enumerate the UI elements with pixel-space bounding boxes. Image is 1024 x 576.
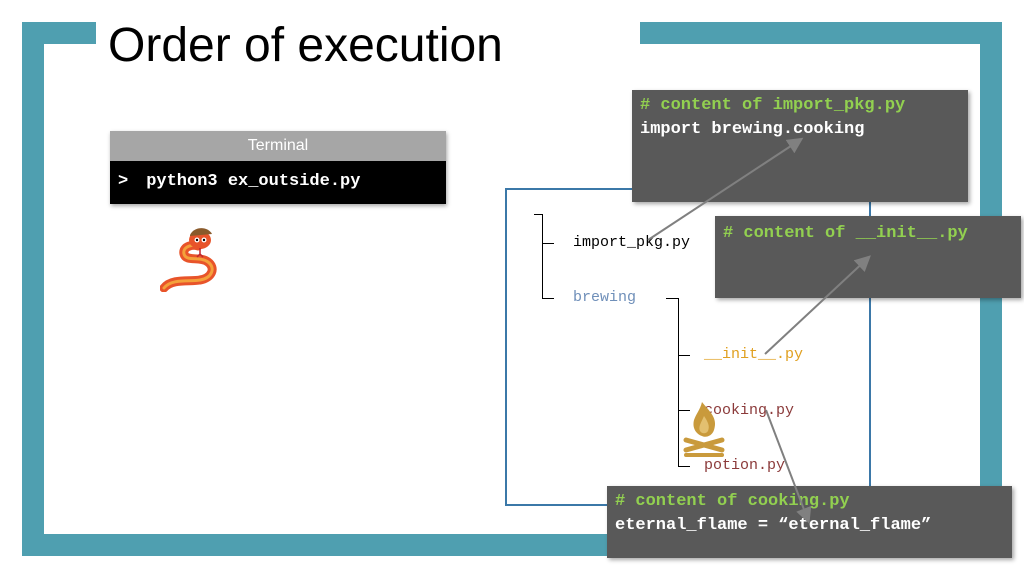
slide-title: Order of execution [108,19,503,72]
terminal-header: Terminal [110,131,446,161]
code-comment-import-pkg: # content of import_pkg.py [640,96,906,115]
tree-branch-init [678,355,690,356]
terminal-command: python3 ex_outside.py [146,172,361,191]
code-box-init: # content of __init__.py [715,216,1021,298]
tree-brewing-tick [666,298,678,299]
frame-top-right [640,22,1002,44]
tree-branch-import [542,243,554,244]
terminal-body: > python3 ex_outside.py [110,161,446,204]
tree-branch-cooking [678,410,690,411]
frame-left [22,22,44,556]
code-line-cooking: eternal_flame = “eternal_flame” [615,516,932,535]
tree-branch-brewing [542,298,554,299]
tree-branch-potion [678,466,690,467]
snake-mascot-icon [160,228,217,292]
code-box-import-pkg: # content of import_pkg.py import brewin… [632,90,968,202]
code-box-cooking: # content of cooking.py eternal_flame = … [607,486,1012,558]
tree-file-init[interactable]: __init__.py [704,346,804,363]
tree-folder-brewing[interactable]: brewing [573,289,637,306]
tree-file-potion[interactable]: potion.py [704,457,786,474]
terminal-prompt: > [118,172,129,191]
terminal-window: Terminal > python3 ex_outside.py [110,131,446,204]
tree-root-top-tick [534,214,543,215]
code-comment-cooking: # content of cooking.py [615,492,850,511]
campfire-icon [683,402,725,457]
code-line-import-pkg: import brewing.cooking [640,120,865,139]
code-comment-init: # content of __init__.py [723,224,968,243]
tree-file-import-pkg[interactable]: import_pkg.py [573,234,691,251]
tree-brewing-vline [678,298,679,467]
tree-root-vline [542,214,543,299]
